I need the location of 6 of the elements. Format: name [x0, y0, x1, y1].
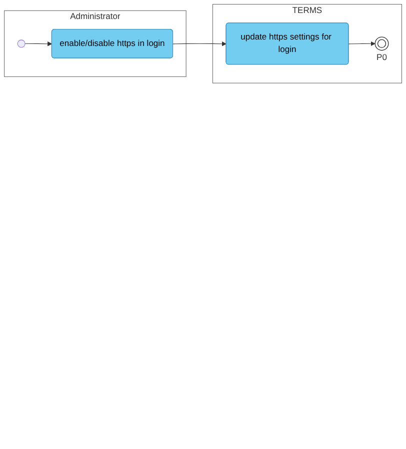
- node-circle: [17, 40, 26, 48]
- arrow: [348, 41, 376, 46]
- arrow: [172, 42, 226, 46]
- node-caption: P0: [376, 52, 387, 62]
- node-bullseye: [374, 36, 389, 51]
- arrow: [24, 42, 52, 46]
